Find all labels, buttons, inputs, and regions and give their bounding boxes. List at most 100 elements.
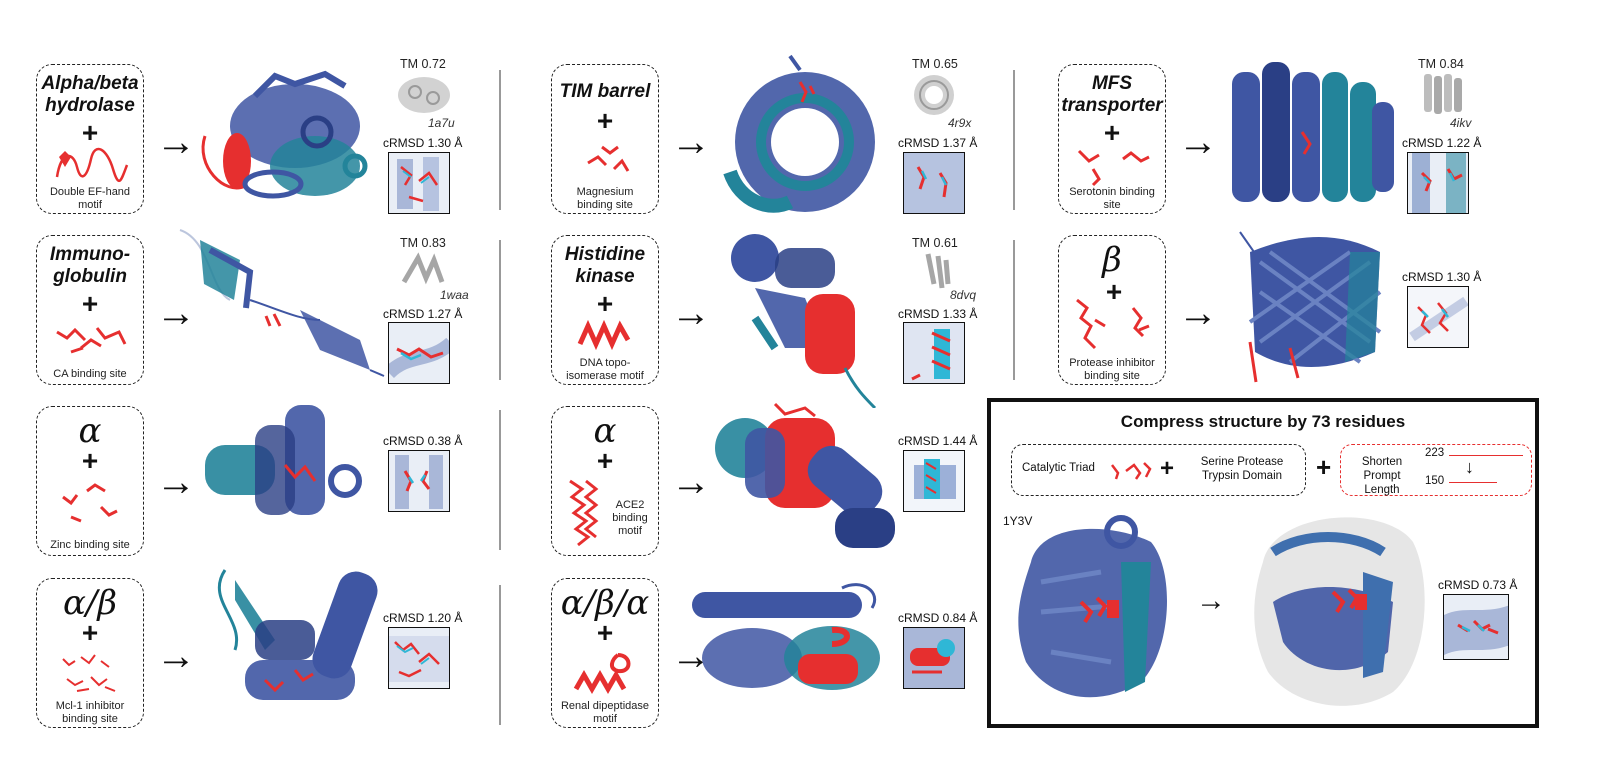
- arrow-icon: →: [156, 460, 196, 504]
- crmsd-value: cRMSD 0.84 Å: [898, 611, 978, 625]
- protein-structure-image: [179, 229, 385, 377]
- motif-label: CA binding site: [53, 368, 127, 380]
- plus-sign: +: [1105, 276, 1123, 307]
- motif-overlay-inset: [903, 322, 965, 384]
- prompt-greek-title: α: [593, 411, 617, 451]
- column-divider: [499, 240, 501, 380]
- crmsd-value: cRMSD 0.73 Å: [1438, 578, 1518, 592]
- pdb-id: 4r9x: [948, 116, 972, 130]
- crmsd-value: cRMSD 1.27 Å: [383, 307, 463, 321]
- catalytic-triad-label: Catalytic Triad: [1022, 462, 1095, 474]
- compressed-length: 150: [1425, 475, 1445, 487]
- arrow-icon: →: [1178, 291, 1218, 335]
- prompt-box-immunoglobulin: Immuno-globulin + CA binding site: [36, 235, 144, 385]
- reference-structure-thumbnail: [1424, 74, 1462, 114]
- plus-sign: +: [81, 445, 99, 476]
- motif-structure-icon: [1077, 149, 1150, 187]
- compress-title: Compress structure by 73 residues: [1120, 412, 1406, 431]
- protein-structure-image: [715, 402, 895, 548]
- reference-structure-thumbnail: [914, 75, 954, 115]
- prompt-title: Immuno-globulin: [49, 244, 131, 287]
- pdb-id: 4ikv: [1450, 116, 1472, 130]
- arrow-icon: →: [671, 120, 711, 164]
- arrow-icon: →: [1196, 584, 1226, 617]
- motif-overlay-inset: [903, 627, 965, 689]
- motif-structure-icon: [569, 479, 599, 547]
- compressed-length-bar: [1449, 482, 1497, 484]
- motif-structure-icon: [55, 147, 129, 182]
- prompt-greek-title: α/β: [62, 583, 118, 623]
- compress-structure-panel: Compress structure by 73 residues Cataly…: [987, 398, 1539, 728]
- plus-sign: +: [1160, 455, 1175, 482]
- crmsd-value: cRMSD 1.22 Å: [1402, 136, 1482, 150]
- prompt-greek-title: α/β/α: [560, 583, 650, 623]
- tm-score: TM 0.72: [400, 57, 446, 71]
- reference-structure-thumbnail: [925, 253, 951, 289]
- protein-structure-image: [217, 569, 378, 700]
- original-length: 223: [1425, 447, 1445, 459]
- motif-overlay-inset: [388, 322, 450, 384]
- motif-overlay-inset: [388, 152, 450, 214]
- plus-sign: +: [596, 288, 614, 319]
- crmsd-value: cRMSD 1.37 Å: [898, 136, 978, 150]
- reference-structure-thumbnail: [398, 77, 450, 113]
- crmsd-value: cRMSD 1.20 Å: [383, 611, 463, 625]
- pdb-id: 1Y3V: [1003, 514, 1033, 528]
- motif-overlay-inset: [1443, 594, 1509, 660]
- plus-sign: +: [1103, 117, 1121, 148]
- arrow-icon: →: [156, 120, 196, 164]
- motif-overlay-inset: [903, 450, 965, 512]
- motif-structure-icon: [56, 327, 127, 354]
- column-divider: [1013, 240, 1015, 380]
- tm-score: TM 0.65: [912, 57, 958, 71]
- motif-overlay-inset: [903, 152, 965, 214]
- motif-structure-icon: [1076, 298, 1150, 350]
- protein-structure-image: [1239, 231, 1382, 383]
- protein-structure-image: [723, 54, 875, 213]
- motif-overlay-inset: [1407, 152, 1469, 214]
- plus-sign: +: [81, 288, 99, 319]
- crmsd-value: cRMSD 1.44 Å: [898, 434, 978, 448]
- reference-structure-thumbnail: [401, 252, 445, 285]
- motif-label: Zinc binding site: [50, 539, 130, 551]
- column-divider: [499, 410, 501, 550]
- crmsd-value: cRMSD 0.38 Å: [383, 434, 463, 448]
- plus-sign: +: [596, 445, 614, 476]
- motif-structure-icon: [577, 319, 631, 351]
- arrow-icon: →: [156, 291, 196, 335]
- plus-sign: +: [596, 105, 614, 136]
- crmsd-value: cRMSD 1.33 Å: [898, 307, 978, 321]
- protein-structure-image: [1232, 62, 1394, 202]
- prompt-box-alpha-zinc: α + Zinc binding site: [36, 406, 144, 556]
- motif-structure-icon: [587, 145, 630, 172]
- pdb-id: 1waa: [440, 288, 469, 302]
- down-arrow-icon: ↓: [1465, 457, 1474, 477]
- motif-overlay-inset: [388, 627, 450, 689]
- plus-sign: +: [81, 617, 99, 648]
- motif-structure-icon: [573, 653, 631, 695]
- motif-label: DNA topo-isomerase motif: [566, 357, 644, 382]
- plus-sign: +: [1316, 452, 1332, 482]
- original-structure-image: [1018, 515, 1168, 698]
- arrow-icon: →: [156, 634, 196, 678]
- prompt-title: TIM barrel: [559, 81, 651, 102]
- protein-structure-image: [692, 583, 880, 690]
- arrow-icon: →: [1178, 120, 1218, 164]
- compressed-structure-image: [1254, 517, 1425, 706]
